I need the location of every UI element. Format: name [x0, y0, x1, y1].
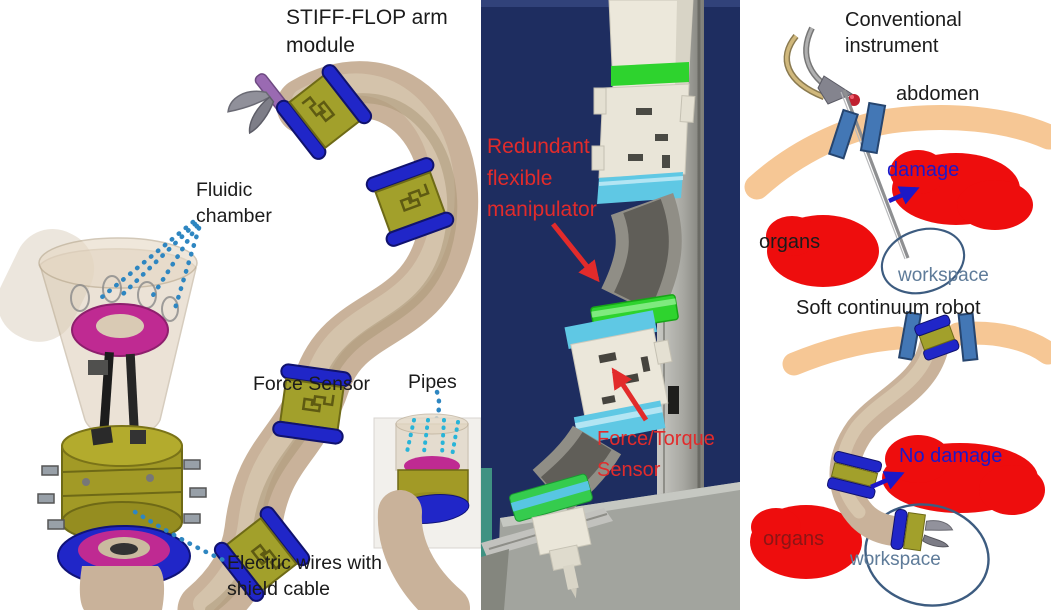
trocar-left-bottom — [897, 310, 923, 362]
label-pipes: Pipes — [408, 371, 457, 393]
trocar-right — [859, 101, 887, 155]
soft-robot-diagram — [750, 310, 1051, 607]
dotted-leader-lines — [93, 219, 442, 565]
pipe-dots — [405, 418, 460, 458]
damage-arrow — [888, 186, 920, 205]
laparoscopic-forceps — [783, 26, 910, 260]
pipes-inset — [373, 413, 481, 610]
olive-sensor-assembly — [37, 425, 207, 543]
abdomen-wall-left — [782, 326, 910, 376]
label-fluidic-chamber: Fluidic chamber — [196, 179, 272, 227]
no-damage-arrow — [870, 471, 905, 490]
label-no-damage: No damage — [899, 445, 1003, 467]
label-workspace-bottom: workspace — [850, 549, 941, 570]
organs-top — [766, 150, 1033, 287]
end-effector — [531, 506, 592, 599]
green-band-top — [611, 62, 689, 86]
label-force-sensor: Force Sensor — [253, 373, 371, 395]
label-force-torque-sensor: Force/Torque Sensor — [597, 428, 715, 481]
comparison-panel — [740, 0, 1051, 610]
photo-panel — [481, 0, 740, 610]
conventional-diagram — [744, 26, 1051, 295]
label-electric-wires: Electric wires with shield cable — [227, 552, 382, 600]
label-organs-bottom: organs — [763, 528, 825, 550]
label-workspace-top: workspace — [898, 265, 989, 286]
cad-panel-illustration — [0, 0, 481, 610]
soft-robot-gripper — [890, 508, 954, 552]
exploded-view — [37, 237, 207, 610]
red-annotation-arrows — [551, 222, 649, 422]
trocar-left — [827, 108, 859, 160]
label-stiff-flop-title: STIFF-FLOP arm module — [286, 6, 448, 57]
label-damage: damage — [887, 159, 960, 181]
workspace-ellipse-bottom — [864, 503, 990, 607]
soft-robot-arm — [826, 314, 960, 552]
exploded-tube-bottom — [79, 566, 165, 610]
label-redundant-manipulator: Redundant flexible manipulator — [487, 135, 597, 221]
manipulator-photo — [509, 0, 696, 599]
background-object — [481, 468, 492, 610]
trocar-right-bottom — [957, 312, 979, 362]
label-conventional-title: Conventional instrument — [845, 9, 962, 58]
label-organs-top: organs — [759, 231, 821, 253]
label-abdomen: abdomen — [896, 83, 980, 105]
workspace-ellipse-top — [880, 227, 966, 295]
organs-bottom — [750, 435, 1045, 579]
abdomen-wall — [744, 105, 1051, 200]
label-soft-robot-title: Soft continuum robot — [796, 297, 981, 319]
